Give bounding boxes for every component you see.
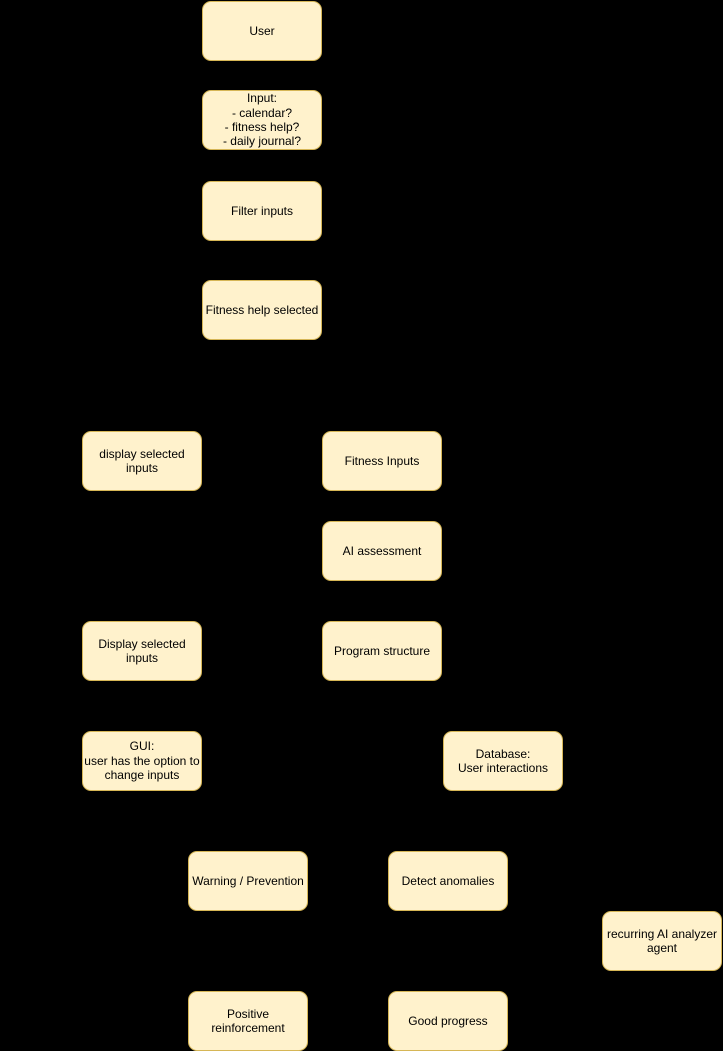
diagram-node-display-selected-inputs-upper: Display selected inputs xyxy=(82,621,202,681)
diagram-node-fitness-help-selected: Fitness help selected xyxy=(202,280,322,340)
node-label: Detect anomalies xyxy=(401,873,495,888)
node-label: AI assessment xyxy=(342,543,422,558)
node-label: GUI: user has the option to change input… xyxy=(84,739,200,783)
node-label: Database: User interactions xyxy=(457,746,549,775)
node-label: User xyxy=(249,23,275,38)
diagram-node-gui-change-inputs: GUI: user has the option to change input… xyxy=(82,731,202,791)
node-label: Warning / Prevention xyxy=(192,873,304,888)
node-label: Fitness Inputs xyxy=(344,453,420,468)
diagram-node-filter-inputs: Filter inputs xyxy=(202,181,322,241)
node-label: Filter inputs xyxy=(230,203,294,218)
diagram-node-display-selected-inputs-lower: display selected inputs xyxy=(82,431,202,491)
diagram-node-database-user-interactions: Database: User interactions xyxy=(443,731,563,791)
node-label: Good progress xyxy=(408,1013,488,1028)
diagram-node-detect-anomalies: Detect anomalies xyxy=(388,851,508,911)
diagram-node-good-progress: Good progress xyxy=(388,991,508,1051)
node-label: Positive reinforcement xyxy=(211,1006,285,1035)
node-label: Input: - calendar? - fitness help? - dai… xyxy=(222,91,302,149)
node-label: Program structure xyxy=(333,643,431,658)
diagram-node-fitness-inputs: Fitness Inputs xyxy=(322,431,442,491)
node-label: Display selected inputs xyxy=(98,636,186,665)
diagram-node-ai-assessment: AI assessment xyxy=(322,521,442,581)
node-label: recurring AI analyzer agent xyxy=(606,926,718,955)
diagram-node-recurring-ai-analyzer-agent: recurring AI analyzer agent xyxy=(602,911,722,971)
diagram-node-warning-prevention: Warning / Prevention xyxy=(188,851,308,911)
node-label: display selected inputs xyxy=(99,446,185,475)
diagram-node-program-structure: Program structure xyxy=(322,621,442,681)
diagram-node-input-options: Input: - calendar? - fitness help? - dai… xyxy=(202,90,322,150)
diagram-node-user: User xyxy=(202,1,322,61)
node-label: Fitness help selected xyxy=(205,302,319,317)
diagram-node-positive-reinforcement: Positive reinforcement xyxy=(188,991,308,1051)
